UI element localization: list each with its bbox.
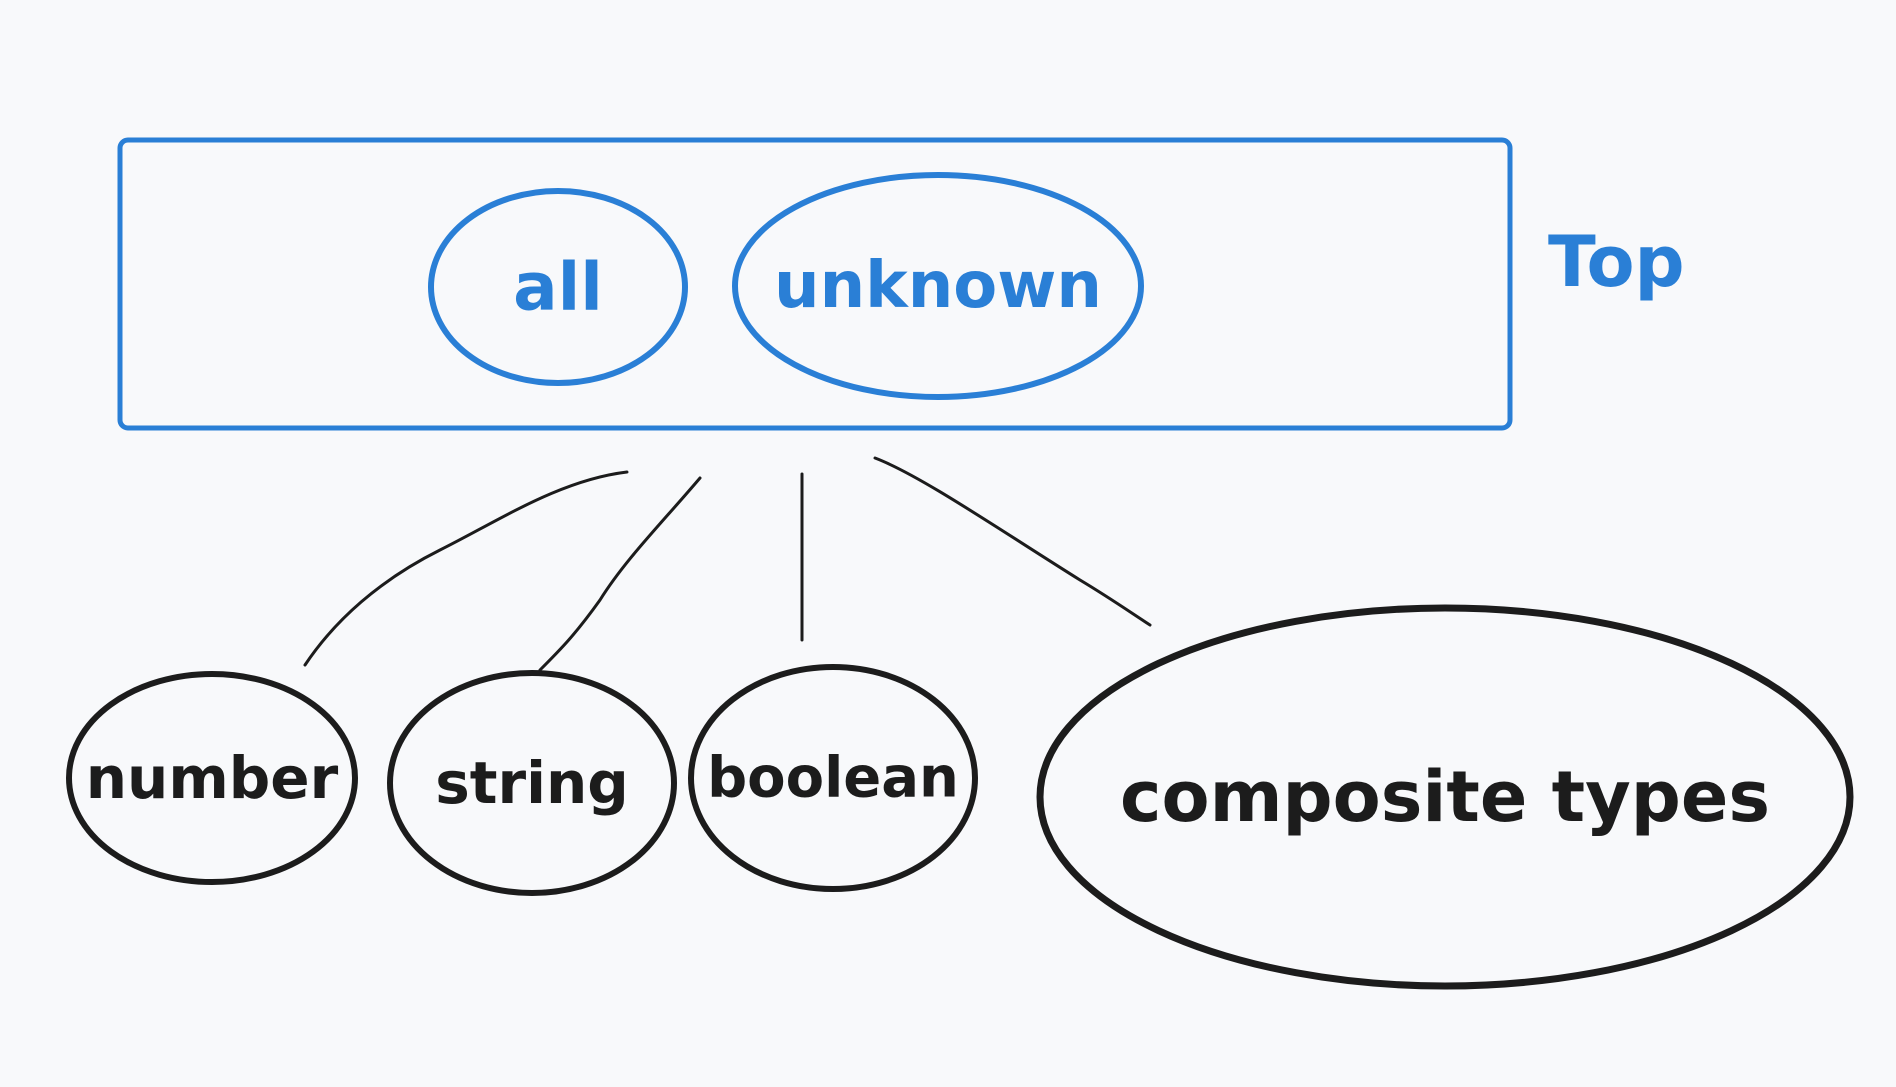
node-unknown: unknown — [732, 172, 1144, 400]
node-string: string — [387, 670, 677, 896]
node-boolean-ellipse — [688, 664, 978, 892]
node-number: number — [66, 671, 358, 885]
node-string-label: string — [435, 749, 629, 817]
node-number-ellipse — [66, 671, 358, 885]
node-string-ellipse — [387, 670, 677, 896]
node-boolean: boolean — [688, 664, 978, 892]
connector-string — [538, 476, 702, 672]
connector-composite-types — [873, 456, 1152, 627]
node-all-ellipse — [428, 188, 688, 386]
node-unknown-ellipse — [732, 172, 1144, 400]
top-group-box — [117, 137, 1513, 431]
top-group-label: Top — [1548, 221, 1685, 303]
node-unknown-label: unknown — [774, 249, 1102, 323]
node-boolean-label: boolean — [707, 746, 959, 811]
connector-number — [303, 470, 629, 667]
node-composite-types-ellipse — [1036, 604, 1854, 990]
node-number-label: number — [86, 744, 339, 812]
node-composite-types-label: composite types — [1120, 756, 1770, 838]
node-composite-types: composite types — [1036, 604, 1854, 990]
node-all: all — [428, 188, 688, 386]
node-all-label: all — [513, 249, 603, 326]
